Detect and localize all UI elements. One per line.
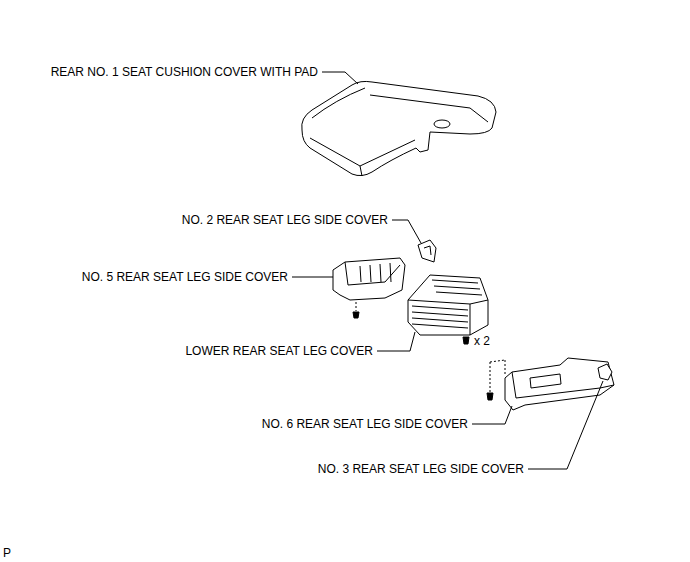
part-name: NO. 6 REAR SEAT LEG SIDE COVER — [262, 417, 468, 431]
page-mark: P — [3, 546, 11, 560]
side-cover — [487, 358, 614, 410]
small-cover — [418, 240, 436, 262]
part-name: NO. 2 REAR SEAT LEG SIDE COVER — [182, 213, 388, 227]
leg-cover — [408, 275, 488, 335]
part-name: LOWER REAR SEAT LEG COVER — [185, 344, 373, 358]
small-cover — [598, 364, 612, 380]
part-name: NO. 3 REAR SEAT LEG SIDE COVER — [318, 462, 524, 476]
side-cover — [333, 258, 405, 300]
part-name: NO. 5 REAR SEAT LEG SIDE COVER — [82, 270, 288, 284]
seat-cushion — [302, 81, 496, 176]
screw — [463, 337, 469, 344]
quantity-note: x 2 — [474, 334, 490, 348]
screw — [353, 302, 359, 318]
leader-lines — [292, 72, 603, 469]
part-name: REAR NO. 1 SEAT CUSHION COVER WITH PAD — [51, 65, 318, 79]
